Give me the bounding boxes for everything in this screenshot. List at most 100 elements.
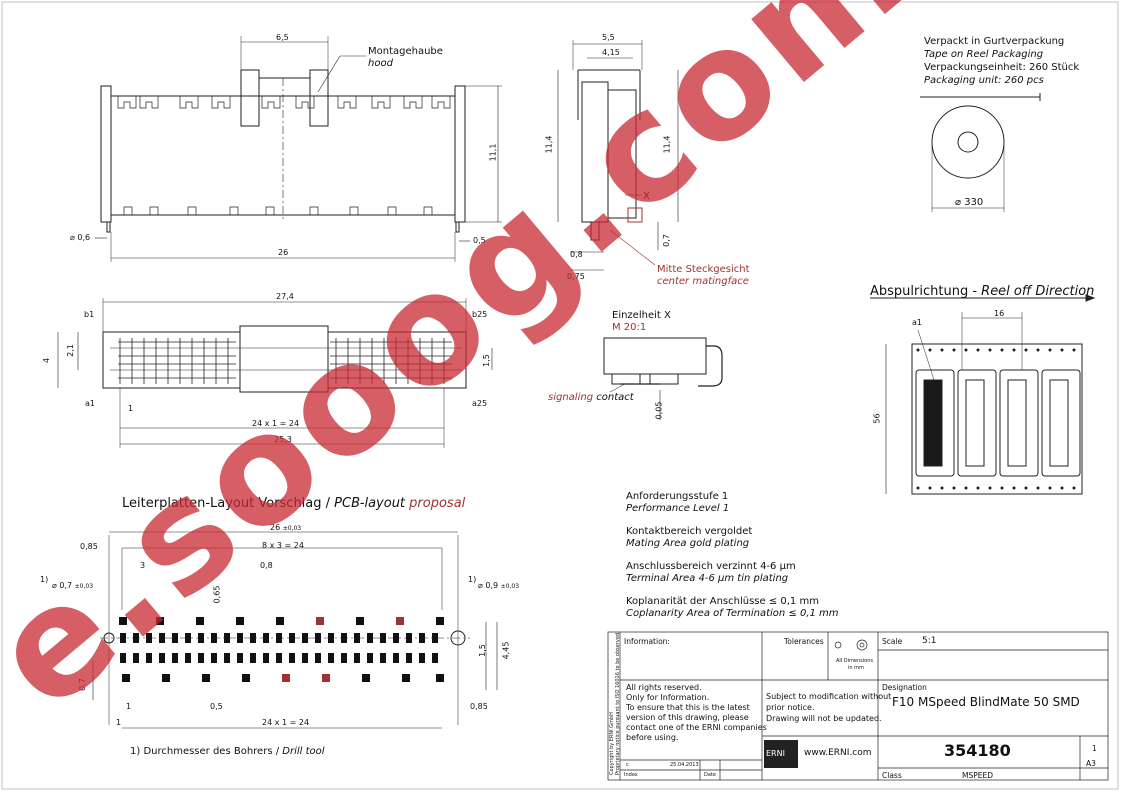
hood-label-de: Montagehaube — [368, 46, 443, 57]
rights-6: before using. — [626, 733, 679, 742]
label-b1: b1 — [84, 310, 95, 319]
hole-left: ⌀ 0,7 ±0,03 — [52, 581, 93, 591]
date-label: Date — [704, 772, 716, 778]
side-view — [95, 36, 502, 262]
erni-logo: ERNI — [766, 749, 785, 758]
pcb-dim-26-tol: ±0,03 — [282, 525, 302, 532]
center-label-de: Mitte Steckgesicht — [657, 264, 750, 275]
top-dim-1: 1 — [128, 404, 134, 413]
pcb-dim-3: 3 — [140, 561, 146, 570]
dim-075: 0,75 — [567, 272, 585, 281]
pack-line2: Tape on Reel Packaging — [924, 49, 1044, 60]
sheet-number: 1 — [1092, 744, 1097, 753]
pack-line3: Verpackungseinheit: 260 Stück — [924, 62, 1080, 73]
pcb-dim-085-bottom: 0,85 — [470, 702, 488, 711]
note-left: 1) — [40, 575, 49, 584]
rights-5: contact one of the ERNI companies — [626, 723, 767, 732]
detail-scale: M 20:1 — [612, 322, 647, 333]
dim-length: 26 — [278, 248, 289, 257]
note-2-en: Mating Area gold plating — [626, 538, 750, 549]
signal-label-en: contact — [596, 392, 634, 403]
scale-value: 5:1 — [922, 636, 937, 646]
marker-x: X — [643, 191, 650, 202]
subject-3: Drawing will not be updated. — [766, 714, 882, 723]
dim-08: 0,8 — [570, 250, 583, 259]
hole-right-value: ⌀ 0,9 — [478, 581, 499, 590]
hood-label-en: hood — [368, 58, 393, 69]
note-4-en: Coplanarity Area of Termination ≤ 0,1 mm — [626, 608, 839, 619]
index-label: Index — [624, 772, 638, 778]
all-dims-label: All Dimensions — [836, 658, 873, 664]
pcb-title-en2: proposal — [409, 496, 466, 511]
pcb-dim-8x3: 8 x 3 = 24 — [262, 541, 304, 550]
pcb-title-en1: PCB-layout — [334, 496, 406, 511]
signal-label: signaling contact — [548, 392, 634, 403]
pcb-dim-26: 26 ±0,03 — [270, 523, 301, 533]
rights-4: version of this drawing, please — [626, 713, 749, 722]
top-dim-len: 27,4 — [276, 292, 294, 301]
note-right: 1) — [468, 575, 477, 584]
dim-415: 4,15 — [602, 48, 620, 57]
dim-pin: ⌀ 0,6 — [70, 233, 91, 242]
label-a25: a25 — [472, 399, 488, 408]
pcb-dim-05: 0,5 — [210, 702, 223, 711]
subject-1: Subject to modification without — [766, 692, 892, 701]
information-label: Information: — [624, 637, 670, 646]
in-mm-label: in mm — [848, 665, 864, 671]
detail-title: Einzelheit X — [612, 310, 671, 321]
title-block-lines — [607, 631, 1109, 781]
rights-3: To ensure that this is the latest — [626, 703, 750, 712]
end-view — [557, 40, 679, 271]
revision: c — [626, 762, 629, 768]
note-1-de: Anforderungsstufe 1 — [626, 491, 729, 502]
note-3-en: Terminal Area 4-6 µm tin plating — [626, 573, 789, 584]
tolerances-label: Tolerances — [784, 637, 824, 646]
footnote-b: Drill tool — [282, 746, 325, 757]
reel-off-title: Abspulrichtung - Reel off Direction — [870, 284, 1094, 299]
website[interactable]: www.ERNI.com — [804, 748, 872, 758]
note-3-de: Anschlussbereich verzinnt 4-6 µm — [626, 561, 796, 572]
designation: F10 MSpeed BlindMate 50 SMD — [892, 695, 1080, 709]
detail-x — [603, 337, 723, 420]
dim-reel: ⌀ 330 — [955, 197, 984, 208]
label-a1: a1 — [85, 399, 95, 408]
pcb-dim-085-top: 0,85 — [80, 542, 98, 551]
tape-a1: a1 — [912, 318, 922, 327]
center-label-en: center matingface — [657, 276, 749, 287]
rights-1: All rights reserved. — [626, 683, 702, 692]
pack-line4: Packaging unit: 260 pcs — [924, 75, 1044, 86]
drawing-number: 354180 — [944, 741, 1011, 760]
hole-right-tol: ±0,03 — [500, 583, 520, 590]
pcb-dim-26-value: 26 — [270, 523, 281, 532]
dim-foot: 0,5 — [473, 236, 486, 245]
signal-label-de: signaling — [548, 392, 594, 403]
tape-dim-56: 56 — [872, 413, 882, 424]
subject-2: prior notice. — [766, 703, 815, 712]
top-view — [57, 298, 493, 448]
dim-4: 4 — [42, 357, 52, 364]
hole-left-tol: ±0,03 — [74, 583, 94, 590]
dim-005: 0,05 — [654, 401, 664, 420]
hole-right: ⌀ 0,9 ±0,03 — [478, 581, 519, 591]
class-value: MSPEED — [962, 771, 994, 780]
pcb-title-de: Leiterplatten-Layout Vorschlag / — [122, 496, 331, 511]
note-4-de: Koplanarität der Anschlüsse ≤ 0,1 mm — [626, 596, 819, 607]
reel-drawing — [920, 93, 1041, 212]
tape-dim-16: 16 — [994, 309, 1005, 318]
pcb-dim-1b: 1 — [116, 718, 122, 727]
reel-off-title-de: Abspulrichtung - — [870, 284, 978, 299]
footnote: 1) Durchmesser des Bohrers / Drill tool — [130, 746, 325, 757]
pack-line1: Verpackt in Gurtverpackung — [924, 36, 1065, 47]
class-label: Class — [882, 771, 902, 780]
pcb-dim-24: 24 x 1 = 24 — [262, 718, 310, 727]
reel-off-title-en: Reel off Direction — [981, 284, 1095, 299]
top-dim-253: 25,3 — [274, 435, 292, 444]
top-dim-pitch: 24 x 1 = 24 — [252, 419, 300, 428]
pcb-layout — [92, 531, 498, 729]
label-b25: b25 — [472, 310, 488, 319]
scale-label: Scale — [882, 637, 903, 646]
note-1-en: Performance Level 1 — [626, 503, 730, 514]
footnote-a: 1) Durchmesser des Bohrers / — [130, 746, 280, 757]
revision-date: 25.04.2013 — [670, 762, 699, 768]
